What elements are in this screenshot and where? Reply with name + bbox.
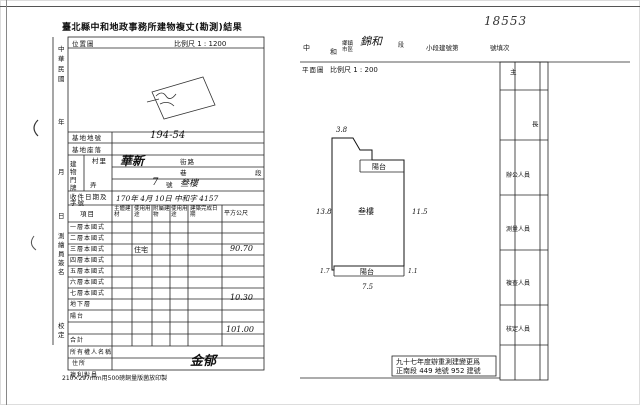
county-type: 鄉鎮市區 xyxy=(342,41,354,53)
subsection-label: 小段建號第 xyxy=(426,44,459,52)
floor-row-label: 合計 xyxy=(70,337,85,344)
floor-row-label: 三層本國式 xyxy=(70,246,106,253)
dim-right: 11.5 xyxy=(412,208,428,216)
lane-label: 弄 xyxy=(90,181,98,189)
date-label: 中 華 民 國 xyxy=(58,45,66,83)
dim-top: 3.8 xyxy=(336,126,348,134)
balcony-bottom-label: 陽台 xyxy=(360,268,374,276)
floor-row-area: 10.30 xyxy=(230,293,253,302)
floor-row-area: 90.70 xyxy=(230,244,253,253)
floor-row-label: 地下層 xyxy=(70,301,92,308)
surveyor-label: 測 繪 員 簽 名 xyxy=(58,232,66,276)
side-label-head: 長 xyxy=(532,120,539,128)
dim-small-2: 1.1 xyxy=(408,268,418,275)
number-label: 號 xyxy=(166,181,174,189)
area-label: 平方公尺 xyxy=(224,210,249,217)
floor-row-label: 六層本國式 xyxy=(70,279,106,286)
receipt-label: 收件日期及字號 xyxy=(70,193,108,207)
dim-left: 13.8 xyxy=(316,208,332,216)
address-label: 住所 xyxy=(72,360,87,367)
side-label-survey: 測量人員 xyxy=(506,226,531,233)
use-label: 使用用途 xyxy=(134,206,151,218)
road-label: 街路 xyxy=(180,158,195,166)
floor-row-use: 住宅 xyxy=(134,246,148,254)
number-value: 7 xyxy=(152,177,159,188)
section-name: 錦和 xyxy=(360,35,382,48)
floor-row-label: 二層本國式 xyxy=(70,235,106,242)
stamp-line-2: 正南段 449 地號 952 建號 xyxy=(396,367,481,375)
floor-row-label: 一層本國式 xyxy=(70,224,106,231)
form-footer: 210×297mm用500磅銅量版菌放印製 xyxy=(62,375,168,382)
reviewer-signature: 金郁 xyxy=(190,354,217,369)
dim-small-1: 1.7 xyxy=(320,268,330,275)
receipt-value: 170年 4月 10日 中和字 4157 xyxy=(116,194,219,203)
document-title: 臺北縣中和地政事務所建物複丈(勘測)結果 xyxy=(62,23,243,33)
alley-label: 巷 xyxy=(180,169,188,177)
floor-row-label: 四層本國式 xyxy=(70,257,106,264)
floor-value: 叁樓 xyxy=(180,179,199,189)
floor-row-label: 五層本國式 xyxy=(70,268,106,275)
house-no-label: 建物門牌 xyxy=(70,160,78,192)
verifier-label: 校 定 xyxy=(58,322,66,339)
county-char-2: 和 xyxy=(330,48,337,56)
completion-date-label: 建築完成日期 xyxy=(190,206,218,218)
side-label-review: 複查人員 xyxy=(506,280,531,287)
month-label: 月 xyxy=(58,168,66,176)
plan-scale: 比例尺 1 : 200 xyxy=(330,66,378,74)
day-label: 日 xyxy=(58,212,66,220)
stamp-line-1: 九十七年度辦重測建變更爲 xyxy=(396,358,480,366)
village-value: 華新 xyxy=(120,154,145,168)
total-area: 101.00 xyxy=(226,325,254,334)
location-map-label: 位置圖 xyxy=(72,40,95,48)
number-seq-label: 號填次 xyxy=(490,44,510,52)
balcony-top-label: 陽台 xyxy=(372,163,386,171)
annex-label: 附屬建物 xyxy=(153,206,170,218)
section-label: 段 xyxy=(255,169,263,177)
item-label: 項目 xyxy=(80,210,95,218)
dim-bottom: 7.5 xyxy=(362,283,374,291)
floor-row-label: 七層本國式 xyxy=(70,290,106,297)
floor-row-label: 陽台 xyxy=(70,313,85,320)
side-label-approve: 核定人員 xyxy=(506,326,531,333)
county-char-1: 中 xyxy=(303,44,310,52)
reviewer-label: 複利對員 xyxy=(70,372,99,379)
material-label: 主體建材 xyxy=(114,206,131,218)
building-floor-label: 叁樓 xyxy=(358,207,374,216)
section-label-right: 段 xyxy=(398,42,405,49)
serial-number: 18553 xyxy=(484,14,528,28)
land-no-label: 基地地號 xyxy=(72,134,102,142)
owner-label: 所有權人名稱 xyxy=(70,349,113,356)
side-label-chief: 主 xyxy=(510,68,517,76)
location-map-scale: 比例尺 1 : 1200 xyxy=(174,40,227,48)
scan-edge-top xyxy=(0,6,640,7)
land-no-value: 194-54 xyxy=(150,130,186,141)
land-location-label: 基地座落 xyxy=(72,146,102,154)
village-label: 村里 xyxy=(92,157,107,165)
scan-edge-left xyxy=(6,0,7,405)
year-label: 年 xyxy=(58,118,66,126)
side-label-office: 辦公人員 xyxy=(506,172,531,179)
plan-label: 平面圖 xyxy=(302,66,325,74)
annex-use-label: 使用用途 xyxy=(171,206,188,218)
